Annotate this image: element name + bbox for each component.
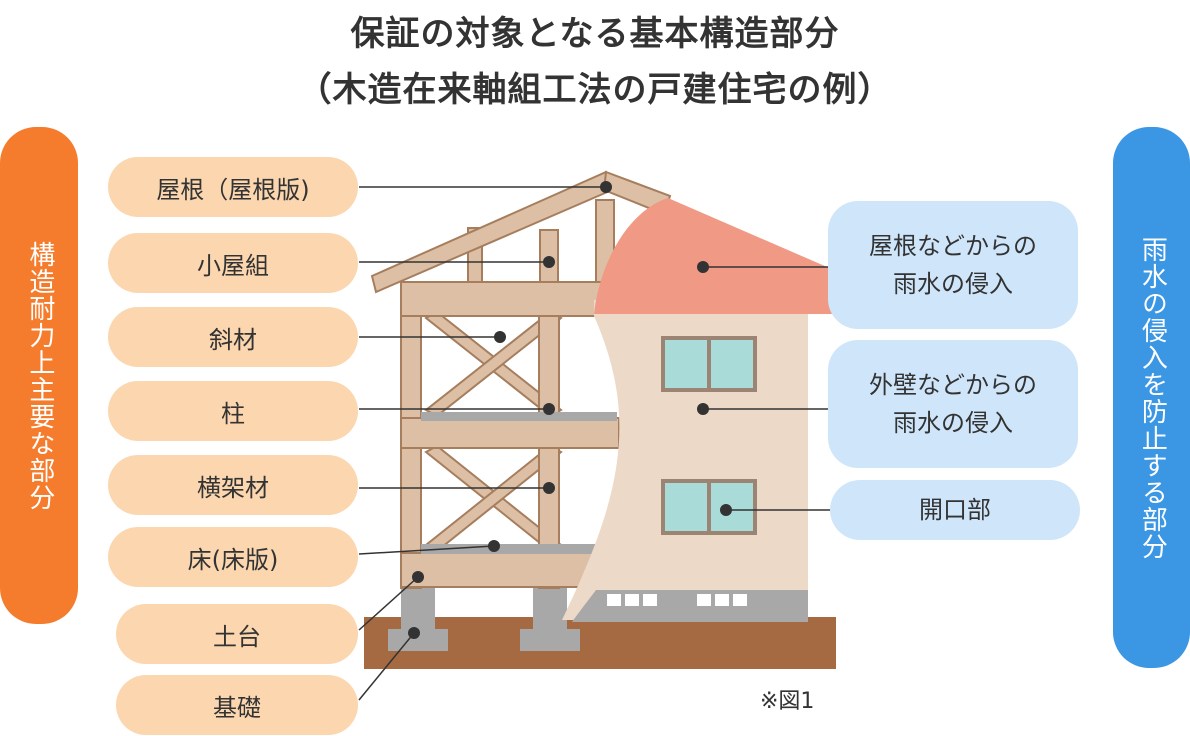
diagram-subtitle: （木造在来軸組工法の戸建住宅の例） (297, 70, 893, 110)
label-sill: 土台 (116, 604, 358, 664)
label-floor: 床(床版) (108, 527, 358, 587)
label-roof-water-line1: 屋根などからの (869, 231, 1037, 260)
label-roof: 屋根（屋根版) (108, 157, 358, 217)
label-column: 柱 (108, 381, 358, 441)
label-roof-water: 屋根などからの 雨水の侵入 (828, 201, 1078, 329)
upper-floor-slab (421, 412, 617, 421)
label-roof-water-line2: 雨水の侵入 (893, 270, 1013, 298)
label-opening: 開口部 (830, 480, 1080, 540)
diagram-title: 保証の対象となる基本構造部分 (350, 14, 840, 54)
leader-lines (358, 186, 830, 701)
foundation-piers (388, 586, 580, 651)
label-wall-water-line2: 雨水の侵入 (893, 409, 1013, 437)
label-wall-water: 外壁などからの 雨水の侵入 (828, 340, 1078, 468)
label-brace: 斜材 (108, 307, 358, 367)
figure-note: ※図1 (760, 689, 815, 714)
rainwater-prevention-category: 雨水の侵入を防止する部分 (1113, 127, 1190, 668)
label-beam: 横架材 (108, 455, 358, 515)
structural-parts-category: 構造耐力上主要な部分 (0, 127, 78, 624)
window-lower (661, 479, 757, 535)
window-upper (661, 336, 757, 392)
label-koyagumi: 小屋組 (108, 233, 358, 293)
lower-floor-slab (421, 544, 617, 554)
label-foundation: 基礎 (116, 675, 358, 735)
vent-openings (607, 594, 747, 606)
leader-dots (408, 181, 732, 639)
roof-surface (594, 198, 834, 314)
label-wall-water-line1: 外壁などからの (869, 370, 1037, 399)
rainwater-prevention-category-text: 雨水の侵入を防止する部分 (1137, 235, 1168, 560)
structural-parts-category-text: 構造耐力上主要な部分 (24, 240, 55, 511)
